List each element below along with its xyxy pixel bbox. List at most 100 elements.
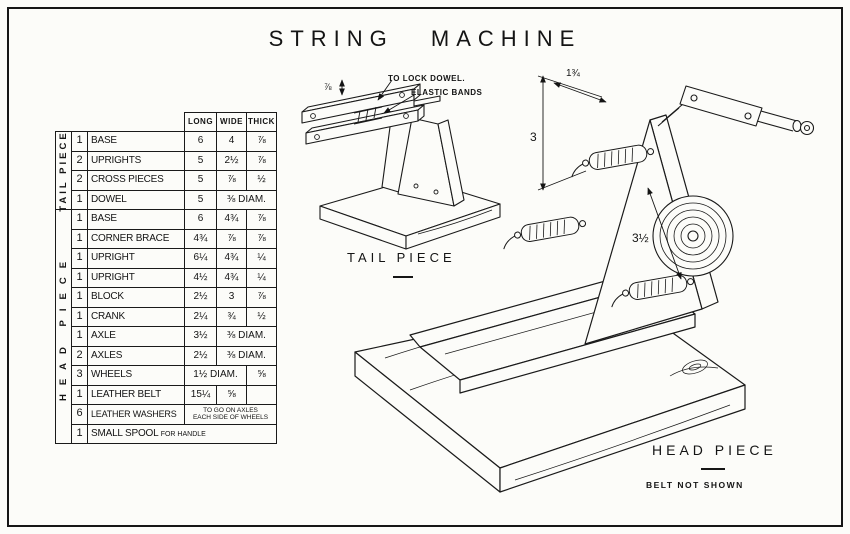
belt-note: BELT NOT SHOWN — [646, 480, 744, 490]
qty-cell: 1 — [71, 131, 88, 152]
long-cell: 4½ — [184, 267, 217, 288]
tail-piece-drawing: ⅞ — [301, 79, 501, 250]
dowel — [413, 95, 441, 107]
long-cell: 2¼ — [184, 306, 217, 327]
qty-cell: 1 — [71, 189, 88, 210]
wide-cell: 3 — [216, 287, 247, 308]
table-row: HEAD PIECE 1 BASE 6 4¾ ⅞ — [55, 209, 277, 444]
thick-cell: ½ — [246, 170, 277, 191]
diam-cell: 1½ DIAM. — [184, 365, 247, 386]
page-title: STRING MACHINE — [268, 26, 582, 51]
qty-cell: 1 — [71, 248, 88, 269]
qty-cell: 1 — [71, 306, 88, 327]
head-caption-underline — [701, 468, 725, 470]
table-row: TAIL PIECE 1 BASE 6 4 ⅞ — [55, 130, 277, 211]
spring-dimension: 3½ — [632, 231, 649, 245]
wide-cell: ⅞ — [216, 170, 247, 191]
table-row: 1 DOWEL 5 ⅜ DIAM. — [56, 189, 277, 210]
thick-cell: ½ — [246, 306, 277, 327]
table-row: 1 AXLE 3½ ⅜ DIAM. — [56, 326, 277, 347]
name-cell: AXLE — [87, 326, 185, 347]
diam-cell: ⅜ DIAM. — [216, 189, 277, 210]
tail-piece-caption: TAIL PIECE — [347, 250, 456, 265]
group-label-text: TAIL PIECE — [57, 129, 69, 212]
long-cell: 3½ — [184, 326, 217, 347]
table-row: 2 CROSS PIECES 5 ⅞ ½ — [56, 170, 277, 191]
thick-cell — [246, 384, 277, 405]
thick-cell: ⅞ — [246, 209, 277, 230]
group-label-head: HEAD PIECE — [55, 209, 72, 444]
name-cell: LEATHER BELT — [87, 384, 185, 405]
label-elastic-bands: ELASTIC BANDS — [411, 88, 483, 97]
head-piece-drawing: 3 1¾ 3½ — [354, 68, 815, 493]
long-cell: 15¼ — [184, 384, 217, 405]
long-cell: 2½ — [184, 345, 217, 366]
qty-cell: 3 — [71, 365, 88, 386]
table-row: 2 UPRIGHTS 5 2½ ⅞ — [56, 150, 277, 171]
name-cell: UPRIGHT — [87, 267, 185, 288]
table-row: 1 BLOCK 2½ 3 ⅞ — [56, 287, 277, 308]
note-line: EACH SIDE OF WHEELS — [192, 414, 269, 422]
qty-cell: 1 — [71, 287, 88, 308]
name-cell: UPRIGHTS — [87, 150, 185, 171]
name-cell: BASE — [87, 209, 185, 230]
long-cell: 5 — [184, 170, 217, 191]
col-header-long: LONG — [184, 112, 217, 132]
top-dimension: 1¾ — [566, 68, 581, 79]
spring-1 — [571, 144, 655, 178]
thick-cell: ⅞ — [246, 131, 277, 152]
name-cell: WHEELS — [87, 365, 185, 386]
name-cell: LEATHER WASHERS — [87, 404, 185, 425]
wide-cell: ⅝ — [216, 384, 247, 405]
name-cell: AXLES — [87, 345, 185, 366]
long-cell: 6 — [184, 131, 217, 152]
table-header-row: LONG WIDE THICK — [56, 112, 277, 132]
diam-cell: ⅜ DIAM. — [216, 345, 277, 366]
long-cell: 4¾ — [184, 228, 217, 249]
header-spacer — [88, 113, 185, 132]
thick-cell: ¼ — [246, 248, 277, 269]
tail-clamp-bars — [301, 83, 441, 145]
header-spacer — [72, 113, 88, 132]
qty-cell: 1 — [71, 326, 88, 347]
note-cell: TO GO ON AXLES EACH SIDE OF WHEELS — [184, 404, 277, 425]
tail-gap-dimension: ⅞ — [324, 82, 332, 92]
name-cell: CROSS PIECES — [87, 170, 185, 191]
table-row: 1 UPRIGHT 6¼ 4¾ ¼ — [56, 248, 277, 269]
wide-cell: ¾ — [216, 306, 247, 327]
col-header-wide: WIDE — [216, 112, 247, 132]
name-cell: SMALL SPOOL FOR HANDLE — [87, 423, 277, 444]
wide-cell: ⅞ — [216, 228, 247, 249]
table-row: 1 CRANK 2¼ ¾ ½ — [56, 306, 277, 327]
dimension-lines — [537, 75, 682, 280]
wide-cell: 4¾ — [216, 267, 247, 288]
spring-2 — [503, 216, 587, 250]
name-cell: CORNER BRACE — [87, 228, 185, 249]
header-spacer — [56, 113, 72, 132]
long-cell: 5 — [184, 150, 217, 171]
qty-cell: 2 — [71, 170, 88, 191]
name-cell: DOWEL — [87, 189, 185, 210]
long-cell: 6¼ — [184, 248, 217, 269]
long-cell: 6 — [184, 209, 217, 230]
thick-cell: ⅞ — [246, 228, 277, 249]
tail-screws — [310, 92, 439, 195]
part-name: SMALL SPOOL — [91, 427, 159, 439]
thick-cell: ⅞ — [246, 287, 277, 308]
qty-cell: 1 — [71, 267, 88, 288]
group-label-tail: TAIL PIECE — [55, 129, 72, 212]
tail-leader-lines — [339, 79, 415, 114]
height-dimension: 3 — [530, 130, 537, 144]
tail-uprights — [381, 111, 465, 207]
parts-table: LONG WIDE THICK TAIL PIECE 1 BASE 6 4 ⅞ … — [55, 112, 277, 444]
name-cell: CRANK — [87, 306, 185, 327]
long-cell: 2½ — [184, 287, 217, 308]
table-row: 1 LEATHER BELT 15¼ ⅝ — [56, 384, 277, 405]
qty-cell: 6 — [71, 404, 88, 425]
wide-cell: 4 — [216, 131, 247, 152]
table-row: 2 AXLES 2½ ⅜ DIAM. — [56, 345, 277, 366]
thick-cell: ⅝ — [246, 365, 277, 386]
qty-cell: 2 — [71, 345, 88, 366]
wide-cell: 4¾ — [216, 209, 247, 230]
table-row: 6 LEATHER WASHERS TO GO ON AXLES EACH SI… — [56, 404, 277, 425]
